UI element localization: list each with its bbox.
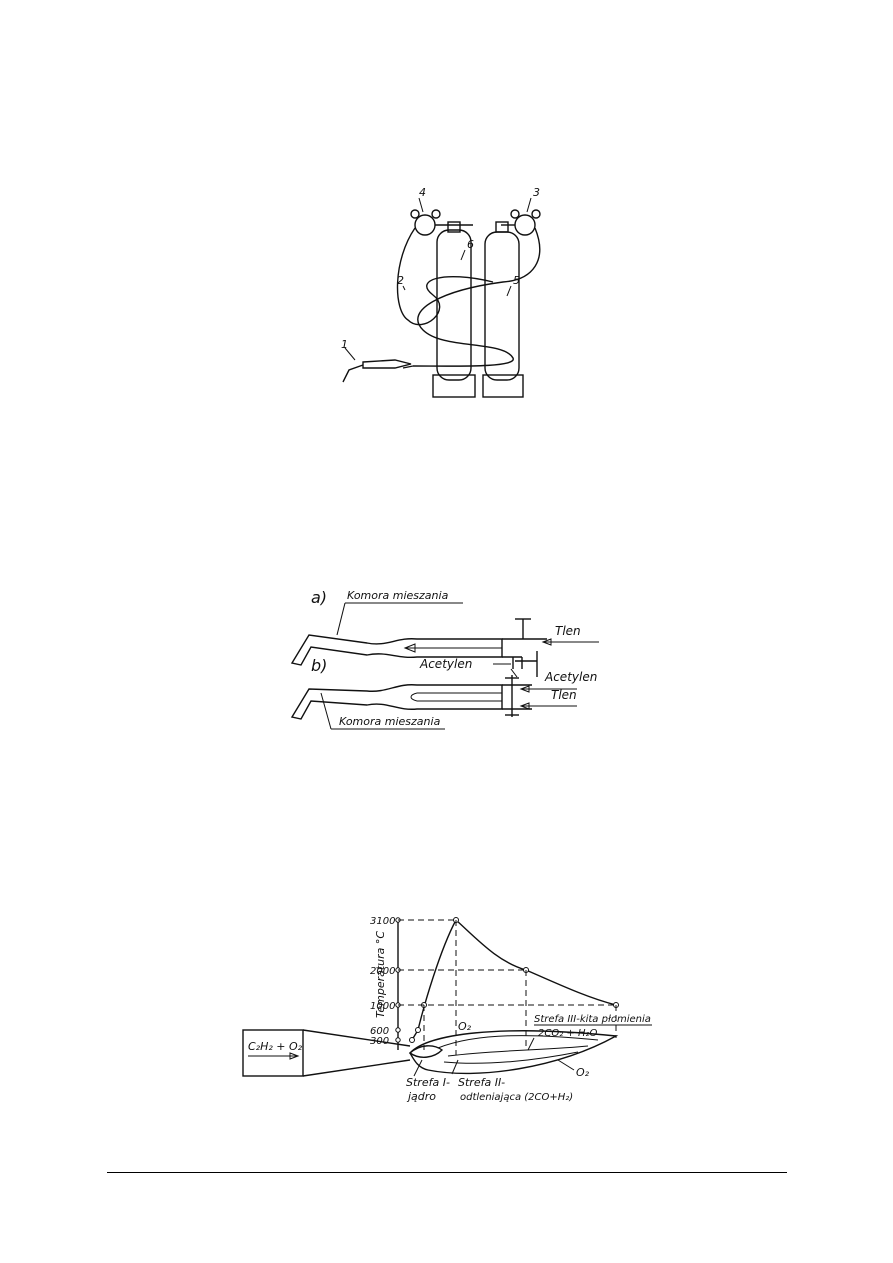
torch-types-drawing: a) Komora mieszania Tlen Acetylen b) Ace… (290, 588, 599, 730)
zone1-label-line1: Strefa I- (406, 1076, 450, 1089)
curve-point (409, 1037, 415, 1043)
footer-rule (107, 1172, 787, 1173)
figure-welding-set: 1 2 3 4 5 6 (333, 170, 563, 398)
y-tick-marker (395, 1037, 401, 1043)
inlet-label: C₂H₂ + O₂ (248, 1040, 303, 1053)
inlet-tube (242, 1029, 304, 1077)
zone3-label: Strefa III-kita płomienia (534, 1014, 651, 1025)
cylinder-acetylene (436, 229, 472, 381)
flame-outline (409, 1030, 619, 1075)
callout-6: 6 (467, 238, 474, 251)
callout-1: 1 (341, 338, 348, 351)
callout-2: 2 (397, 274, 404, 287)
y-axis-label: Temperatura °C (374, 931, 387, 1018)
mixing-chamber-b-label: Komora mieszania (339, 715, 441, 728)
torch-body (362, 359, 412, 369)
temperature-curve (411, 918, 617, 1041)
gauge-small-left-b (431, 209, 441, 219)
gauge-small-right-b (531, 209, 541, 219)
zone2-label-line2: odtleniająca (2CO+H₂) (460, 1092, 573, 1103)
callout-4: 4 (419, 186, 426, 199)
valve-left (447, 221, 461, 233)
curve-point (415, 1027, 421, 1033)
y-tick-marker (395, 1027, 401, 1033)
o2-top-label: O₂ (458, 1020, 472, 1033)
hose-left (396, 227, 494, 326)
callout-5: 5 (513, 274, 520, 287)
callout-3: 3 (533, 186, 540, 199)
y-tick-label: 3100 (370, 916, 395, 927)
torch-nozzle (342, 364, 364, 383)
gauge-small-right-a (510, 209, 520, 219)
mixing-chamber-a-label: Komora mieszania (347, 589, 449, 602)
acetylene-a-label: Acetylen (419, 657, 472, 671)
cylinder-base-left (432, 374, 476, 398)
pressure-gauge-left (414, 214, 436, 236)
flame-streamlines (437, 1035, 599, 1064)
figure-torch-types: a) Komora mieszania Tlen Acetylen b) Ace… (287, 585, 607, 737)
cylinder-base-right (482, 374, 524, 398)
welding-set-drawing: 1 2 3 4 5 6 (341, 186, 541, 398)
o2-right-label: O₂ (576, 1066, 590, 1079)
y-tick-label: 600 (370, 1026, 389, 1037)
valve-right (495, 221, 509, 233)
gauge-small-left-a (410, 209, 420, 219)
torch-tip (302, 1029, 411, 1077)
variant-b-label: b) (311, 656, 327, 675)
cylinder-oxygen (484, 231, 520, 381)
acetylene-b-label: Acetylen (544, 670, 597, 684)
hose-right (412, 227, 541, 367)
zone3-products-label: 2CO₂ + H₂O (538, 1028, 597, 1039)
variant-a-label: a) (311, 588, 327, 607)
oxygen-b-label: Tlen (551, 688, 577, 702)
pressure-gauge-right (514, 214, 536, 236)
y-tick-label: 2000 (370, 966, 395, 977)
y-tick-label: 1000 (370, 1001, 395, 1012)
flame-core (408, 1045, 444, 1058)
zone2-label-line1: Strefa II- (458, 1076, 505, 1089)
zone1-label-line2: jądro (406, 1090, 436, 1103)
oxygen-a-label: Tlen (555, 624, 581, 638)
